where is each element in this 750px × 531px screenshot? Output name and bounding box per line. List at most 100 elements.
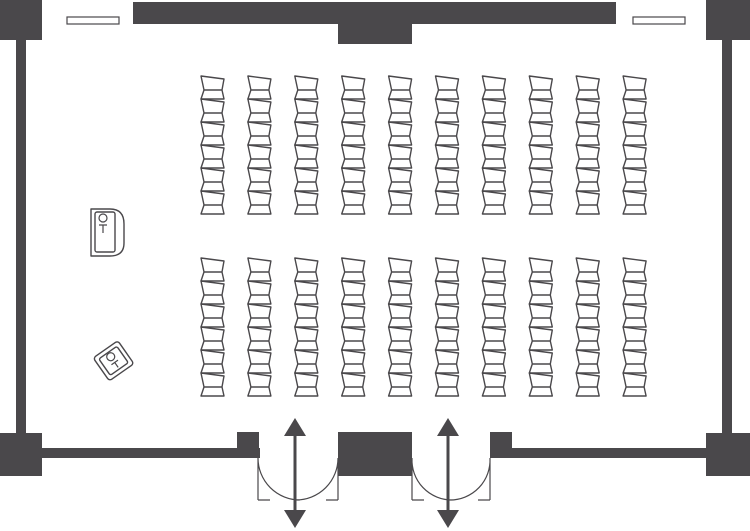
front-block [200, 75, 647, 215]
seat [200, 75, 225, 100]
seat [528, 75, 553, 100]
seat [294, 144, 319, 169]
seat [434, 144, 460, 169]
seat [341, 167, 366, 192]
seat [341, 75, 366, 100]
seat [434, 349, 460, 374]
seat [481, 303, 507, 328]
seat [481, 190, 507, 215]
seat [481, 349, 507, 374]
seat [387, 372, 413, 397]
seat [294, 257, 319, 282]
seat [575, 303, 600, 328]
seat [528, 121, 553, 146]
seat [200, 257, 225, 282]
seat [622, 98, 647, 123]
right-door-swing [411, 457, 491, 501]
door-arrows [284, 418, 459, 528]
seat [622, 349, 647, 374]
seat [387, 349, 413, 374]
seat [387, 144, 413, 169]
seat [622, 303, 647, 328]
seat [247, 167, 272, 192]
seat [575, 121, 600, 146]
seat [528, 326, 553, 351]
seat [481, 121, 507, 146]
seat [200, 372, 225, 397]
seat [481, 372, 507, 397]
seat [622, 167, 647, 192]
bottom-wall-right [490, 448, 706, 458]
seat [294, 190, 319, 215]
top-left-window [66, 16, 120, 25]
seat [200, 303, 225, 328]
seat [528, 144, 553, 169]
top-wall-notch [338, 20, 412, 44]
seat [294, 121, 319, 146]
seat [247, 190, 272, 215]
seat [434, 303, 460, 328]
seat [247, 121, 272, 146]
seat [434, 98, 460, 123]
seat [528, 349, 553, 374]
seat [387, 257, 413, 282]
seat [341, 144, 366, 169]
seat [247, 326, 272, 351]
bottom-center-pillar [338, 432, 412, 476]
bottom-right-corner [706, 433, 750, 476]
seat [575, 326, 600, 351]
bidirectional-arrow-icon [284, 418, 306, 528]
seat [622, 280, 647, 305]
seat [622, 326, 647, 351]
seat [200, 167, 225, 192]
seat [200, 280, 225, 305]
seat [294, 372, 319, 397]
seat [247, 75, 272, 100]
seat [387, 167, 413, 192]
seat [434, 326, 460, 351]
seat [575, 190, 600, 215]
seat [387, 326, 413, 351]
left-wall [16, 40, 26, 435]
bottom-left-corner [0, 433, 42, 476]
seat [575, 349, 600, 374]
seat [481, 144, 507, 169]
seating-area [200, 75, 647, 397]
bidirectional-arrow-icon [437, 418, 459, 528]
seat [200, 190, 225, 215]
seat [528, 167, 553, 192]
seat [387, 98, 413, 123]
seat [575, 257, 600, 282]
seat [200, 349, 225, 374]
seat [387, 75, 413, 100]
top-wall-center [133, 2, 616, 24]
seat [575, 144, 600, 169]
top-wall-right-stub [706, 0, 750, 40]
seat [575, 280, 600, 305]
seat [528, 372, 553, 397]
seat [341, 121, 366, 146]
seat [387, 303, 413, 328]
seat [341, 303, 366, 328]
seat [434, 257, 460, 282]
rear-block [200, 257, 647, 397]
seat [622, 257, 647, 282]
seat [387, 190, 413, 215]
seat [294, 167, 319, 192]
lectern-icon [90, 208, 125, 257]
seat [387, 121, 413, 146]
seat [481, 280, 507, 305]
seat [200, 121, 225, 146]
seat [434, 372, 460, 397]
seat [247, 98, 272, 123]
seat [622, 121, 647, 146]
seat [341, 349, 366, 374]
seat [247, 349, 272, 374]
seat [341, 326, 366, 351]
seat [434, 121, 460, 146]
seat [341, 280, 366, 305]
seat [528, 257, 553, 282]
walls [0, 0, 750, 476]
right-wall [722, 40, 732, 435]
